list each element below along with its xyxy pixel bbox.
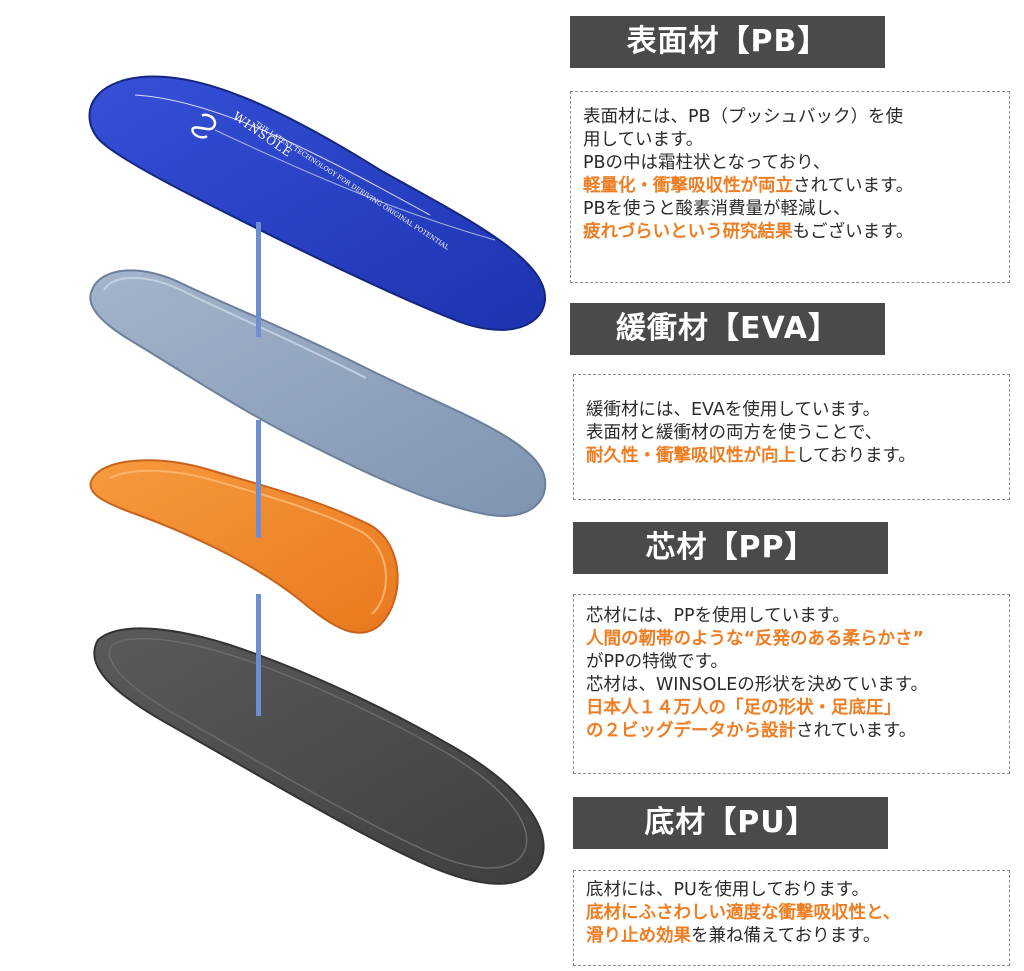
description-box-pb: 表面材には、PB（プッシュバック）を使用しています。 PBの中は霜柱状となっており… bbox=[570, 91, 1010, 283]
description-line: 用しています。 bbox=[583, 129, 997, 152]
description-text-pu: 底材には、PUを使用しております。底材にふさわしい適度な衝撃吸収性と、滑り止め効… bbox=[586, 879, 997, 948]
description-line: 表面材と緩衝材の両方を使うことで、 bbox=[586, 422, 997, 445]
highlight-text: の２ビッグデータから設計 bbox=[586, 721, 796, 741]
body-text: されています。 bbox=[793, 176, 914, 196]
body-text: を兼ね備えております。 bbox=[691, 926, 881, 946]
description-line: PBの中は霜柱状となっており、 bbox=[583, 152, 997, 175]
body-text: 表面材と緩衝材の両方を使うことで、 bbox=[586, 423, 883, 443]
description-text-pb: 表面材には、PB（プッシュバック）を使用しています。 PBの中は霜柱状となっており… bbox=[583, 106, 997, 244]
description-line: 底材には、PUを使用しております。 bbox=[586, 879, 997, 902]
description-box-eva: 緩衝材には、EVAを使用しています。表面材と緩衝材の両方を使うことで、耐久性・衝… bbox=[573, 374, 1010, 500]
section-heading-pb: 表面材【PB】 bbox=[570, 16, 885, 68]
description-line: 芯材には、PPを使用しています。 bbox=[586, 605, 997, 628]
cushion-layer-eva bbox=[89, 269, 547, 517]
description-line: 耐久性・衝撃吸収性が向上しております。 bbox=[586, 445, 997, 468]
body-text: がPPの特徴です。 bbox=[586, 652, 728, 672]
description-box-pp: 芯材には、PPを使用しています。人間の靭帯のような“反発のある柔らかさ” がPPの… bbox=[573, 594, 1010, 774]
connector-line-1 bbox=[256, 222, 261, 337]
insole-layers-svg: WINSOLE THE LATEST TECHNOLOGY FOR DERIVI… bbox=[88, 75, 547, 885]
description-line: の２ビッグデータから設計されています。 bbox=[586, 720, 997, 743]
core-layer-pp bbox=[89, 459, 399, 634]
body-text: PBを使うと酸素消費量が軽減し、 bbox=[583, 199, 851, 219]
description-line: 疲れづらいという研究結果もございます。 bbox=[583, 221, 997, 244]
description-line: PBを使うと酸素消費量が軽減し、 bbox=[583, 198, 997, 221]
highlight-text: 疲れづらいという研究結果 bbox=[583, 222, 793, 242]
description-box-pu: 底材には、PUを使用しております。底材にふさわしい適度な衝撃吸収性と、滑り止め効… bbox=[573, 870, 1010, 966]
highlight-text: 耐久性・衝撃吸収性が向上 bbox=[586, 446, 796, 466]
description-line: 日本人１４万人の「足の形状・足底圧」 bbox=[586, 697, 997, 720]
description-line: 人間の靭帯のような“反発のある柔らかさ” bbox=[586, 628, 997, 651]
insole-layers-illustration: WINSOLE THE LATEST TECHNOLOGY FOR DERIVI… bbox=[88, 75, 547, 885]
description-line: 軽量化・衝撃吸収性が両立されています。 bbox=[583, 175, 997, 198]
highlight-text: 滑り止め効果 bbox=[586, 926, 691, 946]
description-line: がPPの特徴です。 bbox=[586, 651, 997, 674]
body-text: されています。 bbox=[796, 721, 917, 741]
highlight-text: 日本人１４万人の「足の形状・足底圧」 bbox=[586, 698, 901, 718]
section-heading-eva: 緩衝材【EVA】 bbox=[570, 303, 885, 355]
description-line: 表面材には、PB（プッシュバック）を使 bbox=[583, 106, 997, 129]
description-line: 緩衝材には、EVAを使用しています。 bbox=[586, 399, 997, 422]
connector-line-2 bbox=[256, 420, 261, 538]
highlight-text: 底材にふさわしい適度な衝撃吸収性と、 bbox=[586, 903, 901, 923]
body-text: PBの中は霜柱状となっており、 bbox=[583, 153, 831, 173]
body-text: 芯材には、PPを使用しています。 bbox=[586, 606, 850, 626]
section-heading-pp: 芯材【PP】 bbox=[573, 522, 888, 574]
bottom-layer-pu bbox=[93, 627, 545, 885]
body-text: 表面材には、PB（プッシュバック）を使 bbox=[583, 107, 904, 127]
highlight-text: 人間の靭帯のような“反発のある柔らかさ” bbox=[586, 629, 925, 649]
description-line: 底材にふさわしい適度な衝撃吸収性と、 bbox=[586, 902, 997, 925]
body-text: 緩衝材には、EVAを使用しています。 bbox=[586, 400, 881, 420]
highlight-text: 軽量化・衝撃吸収性が両立 bbox=[583, 176, 793, 196]
winsole-logo-icon bbox=[191, 113, 217, 139]
description-line: 芯材は、WINSOLEの形状を決めています。 bbox=[586, 674, 997, 697]
body-text: もございます。 bbox=[792, 222, 914, 242]
description-text-pp: 芯材には、PPを使用しています。人間の靭帯のような“反発のある柔らかさ” がPPの… bbox=[586, 605, 997, 743]
body-text: しております。 bbox=[796, 446, 916, 466]
description-text-eva: 緩衝材には、EVAを使用しています。表面材と緩衝材の両方を使うことで、耐久性・衝… bbox=[586, 399, 997, 468]
body-text: 用しています。 bbox=[583, 130, 704, 150]
body-text: 底材には、PUを使用しております。 bbox=[586, 880, 870, 900]
body-text: 芯材は、WINSOLEの形状を決めています。 bbox=[586, 675, 928, 695]
section-heading-pu: 底材【PU】 bbox=[573, 797, 888, 849]
connector-line-3 bbox=[256, 594, 261, 716]
description-line: 滑り止め効果を兼ね備えております。 bbox=[586, 925, 997, 948]
